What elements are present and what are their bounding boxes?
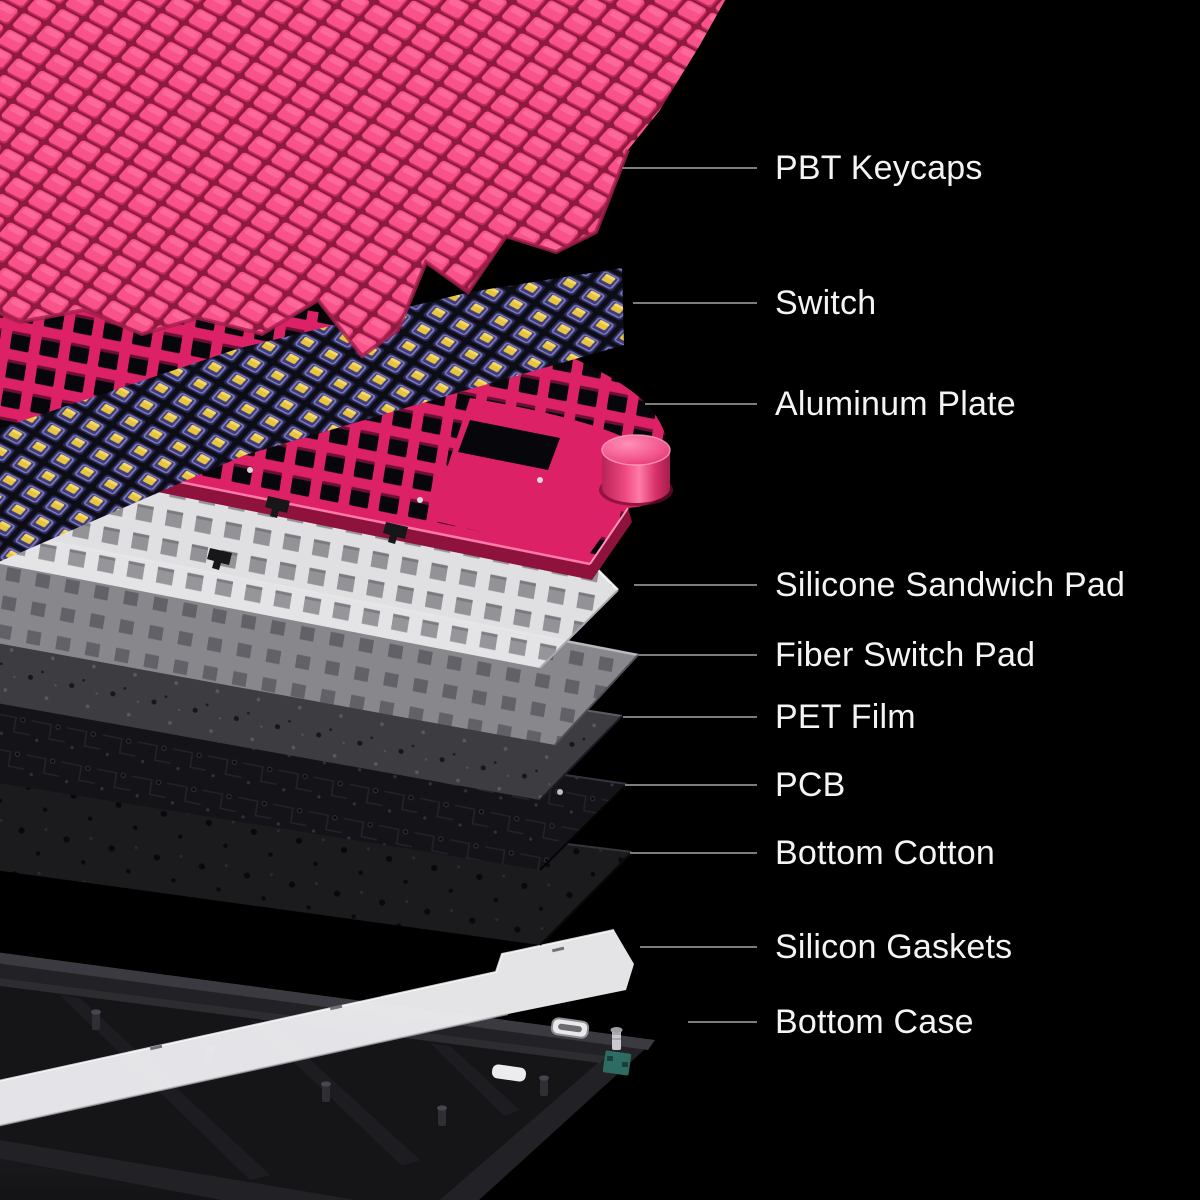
layer-label-switch: Switch [775, 284, 877, 322]
layer-label-silicon-gaskets: Silicon Gaskets [775, 928, 1013, 966]
layer-label-silicone-sandwich-pad: Silicone Sandwich Pad [775, 566, 1126, 604]
silicon-gaskets-layer [0, 929, 634, 1127]
keycaps-layer [0, 0, 726, 359]
usb-port [550, 1017, 590, 1039]
layer-label-pbt-keycaps: PBT Keycaps [775, 149, 983, 187]
layer-label-bottom-cotton: Bottom Cotton [775, 834, 995, 872]
leader-line-pet-film [623, 716, 757, 718]
leader-line-silicone-sandwich-pad [634, 584, 757, 586]
leader-line-aluminum-plate [645, 403, 757, 405]
leader-line-fiber-switch-pad [638, 654, 757, 656]
layer-label-pet-film: PET Film [775, 698, 916, 736]
knob-encoder [602, 1027, 632, 1076]
layer-label-fiber-switch-pad: Fiber Switch Pad [775, 636, 1036, 674]
layer-label-pcb: PCB [775, 766, 846, 804]
layer-label-aluminum-plate: Aluminum Plate [775, 385, 1016, 423]
leader-line-pbt-keycaps [622, 167, 757, 169]
leader-line-switch [633, 302, 757, 304]
leader-line-bottom-cotton [630, 852, 757, 854]
switch-layer [0, 268, 624, 562]
leader-line-silicon-gaskets [640, 946, 757, 948]
rotary-knob [599, 434, 673, 506]
leader-line-bottom-case [688, 1021, 757, 1023]
leader-line-pcb [625, 784, 757, 786]
layer-label-bottom-case: Bottom Case [775, 1003, 974, 1041]
